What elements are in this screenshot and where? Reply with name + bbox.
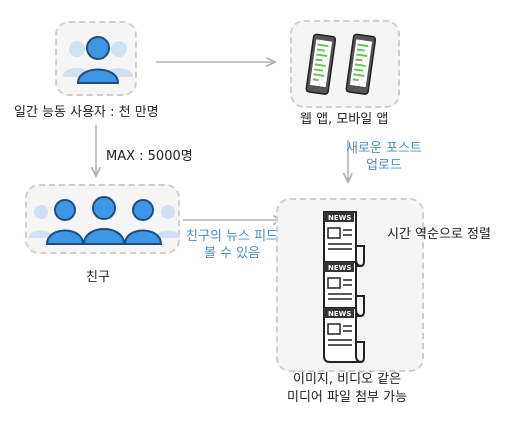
apps-to-feed-label: 새로운 포스트 업로드 [346, 140, 422, 174]
apps-node-box [290, 20, 400, 108]
feed-node-box: NEWS NEWS NEWS [276, 198, 424, 372]
apps-label: 웹 앱, 모바일 앱 [300, 112, 389, 127]
svg-text:NEWS: NEWS [328, 214, 351, 222]
apps-to-feed-label-line1: 새로운 포스트 [346, 141, 422, 156]
news-feed-icon: NEWS NEWS NEWS [323, 211, 365, 363]
newspaper-3: NEWS [323, 307, 365, 363]
feed-media-note-line1: 이미지, 비디오 같은 [292, 372, 402, 387]
users-node-box [55, 21, 137, 96]
newspaper-1: NEWS [323, 211, 365, 267]
svg-text:NEWS: NEWS [328, 310, 351, 318]
feed-media-note-line2: 미디어 파일 첨부 가능 [287, 390, 408, 405]
friends-label: 친구 [86, 270, 110, 285]
feed-media-note: 이미지, 비디오 같은 미디어 파일 첨부 가능 [287, 371, 407, 407]
friends-group-icon [29, 196, 180, 245]
users-to-friends-label: MAX : 5000명 [106, 149, 193, 164]
friends-to-feed-label: 친구의 뉴스 피드 볼 수 있음 [186, 228, 278, 262]
feed-sort-note: 시간 역순으로 정렬 [387, 227, 491, 242]
friends-to-feed-label-line1: 친구의 뉴스 피드 [186, 229, 278, 244]
svg-text:NEWS: NEWS [328, 264, 351, 272]
apps-to-feed-label-line2: 업로드 [366, 158, 402, 173]
mobile-app-icon [305, 33, 377, 95]
users-icon [63, 36, 133, 84]
friends-to-feed-label-line2: 볼 수 있음 [203, 246, 261, 261]
users-label: 일간 능동 사용자 : 천 만명 [14, 105, 159, 120]
friends-node-box [25, 184, 180, 254]
